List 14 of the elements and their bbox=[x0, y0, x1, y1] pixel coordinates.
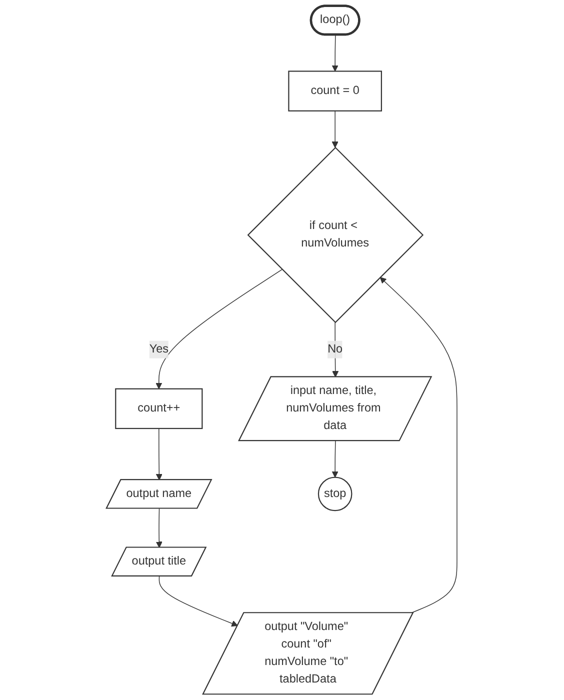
edge-label: Yes bbox=[150, 342, 169, 356]
arrow bbox=[332, 440, 339, 478]
edge-label: No bbox=[328, 342, 343, 356]
node-box: count = 0 bbox=[288, 70, 382, 112]
arrow bbox=[156, 269, 283, 390]
arrow bbox=[332, 110, 339, 148]
node-box: count++ bbox=[115, 388, 204, 430]
arrow bbox=[332, 34, 339, 72]
arrow bbox=[380, 277, 458, 614]
arrow bbox=[156, 508, 163, 548]
node-circle: stop bbox=[318, 476, 353, 512]
arrow bbox=[159, 576, 238, 627]
node-diamond: if count < numVolumes bbox=[248, 146, 424, 324]
arrow bbox=[156, 428, 163, 480]
